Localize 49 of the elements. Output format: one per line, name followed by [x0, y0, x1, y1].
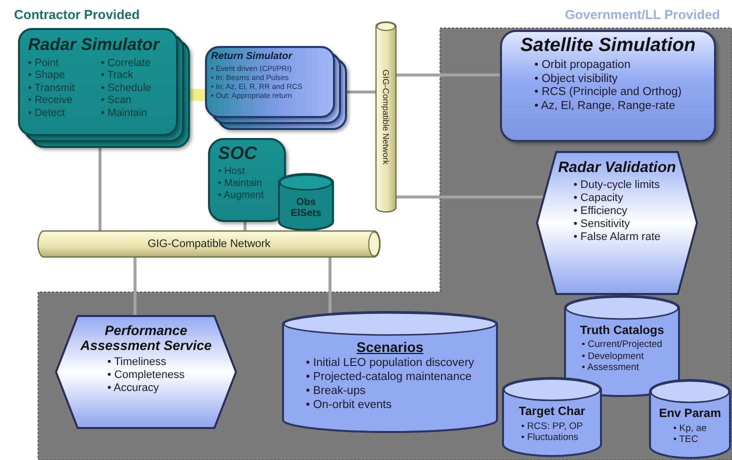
bullet-item: • Correlate	[100, 56, 152, 70]
bullet-item: • Sensitivity	[574, 218, 631, 232]
connector-line	[98, 148, 102, 231]
node-title: Satellite Simulation	[520, 36, 696, 57]
process-box	[500, 30, 716, 142]
bullet-item: • Efficiency	[574, 204, 628, 218]
network-pipe	[38, 231, 380, 257]
bullet-item: • Completeness	[107, 368, 185, 382]
region-label: Government/LL Provided	[564, 7, 720, 22]
bullet-item: • Host	[218, 166, 246, 178]
bullet-item: • Object visibility	[534, 72, 619, 86]
bullet-item: • Transmit	[28, 82, 75, 94]
bullet-item: • Timeliness	[107, 356, 168, 369]
stacked-process-box	[18, 28, 190, 148]
connector-line	[190, 89, 205, 101]
bullet-item: • Scan	[100, 94, 132, 108]
bullet-item: • Az, El, Range, Range-rate	[534, 100, 676, 114]
region-label: Contractor Provided	[14, 7, 140, 22]
node-title: Radar Validation	[558, 160, 676, 176]
bullet-item: • Receive	[28, 94, 74, 108]
connector-line	[328, 257, 332, 314]
bullet-item: • Schedule	[100, 82, 152, 94]
bullet-item: • Detect	[28, 107, 66, 120]
bullet-item: • Point	[28, 56, 60, 70]
network-label: GIG-Compatible Network	[381, 70, 391, 164]
bullet-item: • Capacity	[574, 192, 624, 205]
node-title: Radar Simulator	[28, 36, 160, 55]
bullet-item: • False Alarm rate	[574, 231, 660, 244]
connector-line	[396, 196, 544, 198]
bullet-item: • Duty-cycle limits	[574, 178, 660, 192]
bullet-item: • Track	[100, 69, 134, 82]
node-title: SOC	[218, 144, 258, 164]
connector-line	[396, 74, 500, 76]
bullet-item: • Maintain	[100, 107, 148, 120]
network-label: GIG-Compatible Network	[148, 238, 270, 250]
connector-line	[244, 222, 246, 231]
connector-line	[347, 90, 376, 94]
network-pipe	[376, 22, 396, 212]
bullet-item: • Accuracy	[107, 382, 160, 396]
process-box	[208, 138, 286, 222]
bullet-item: • Shape	[28, 69, 66, 82]
node-title: Performance Assessment Service	[79, 324, 213, 354]
bullet-item: • Augment	[218, 190, 264, 202]
stacked-process-box	[205, 46, 347, 130]
connector-line	[134, 257, 136, 316]
bullet-item: • RCS (Principle and Orthog)	[534, 86, 682, 100]
node-title: Return Simulator	[211, 51, 292, 62]
bullet-item: • Maintain	[218, 178, 264, 190]
bullet-item: • Orbit propagation	[534, 58, 632, 73]
